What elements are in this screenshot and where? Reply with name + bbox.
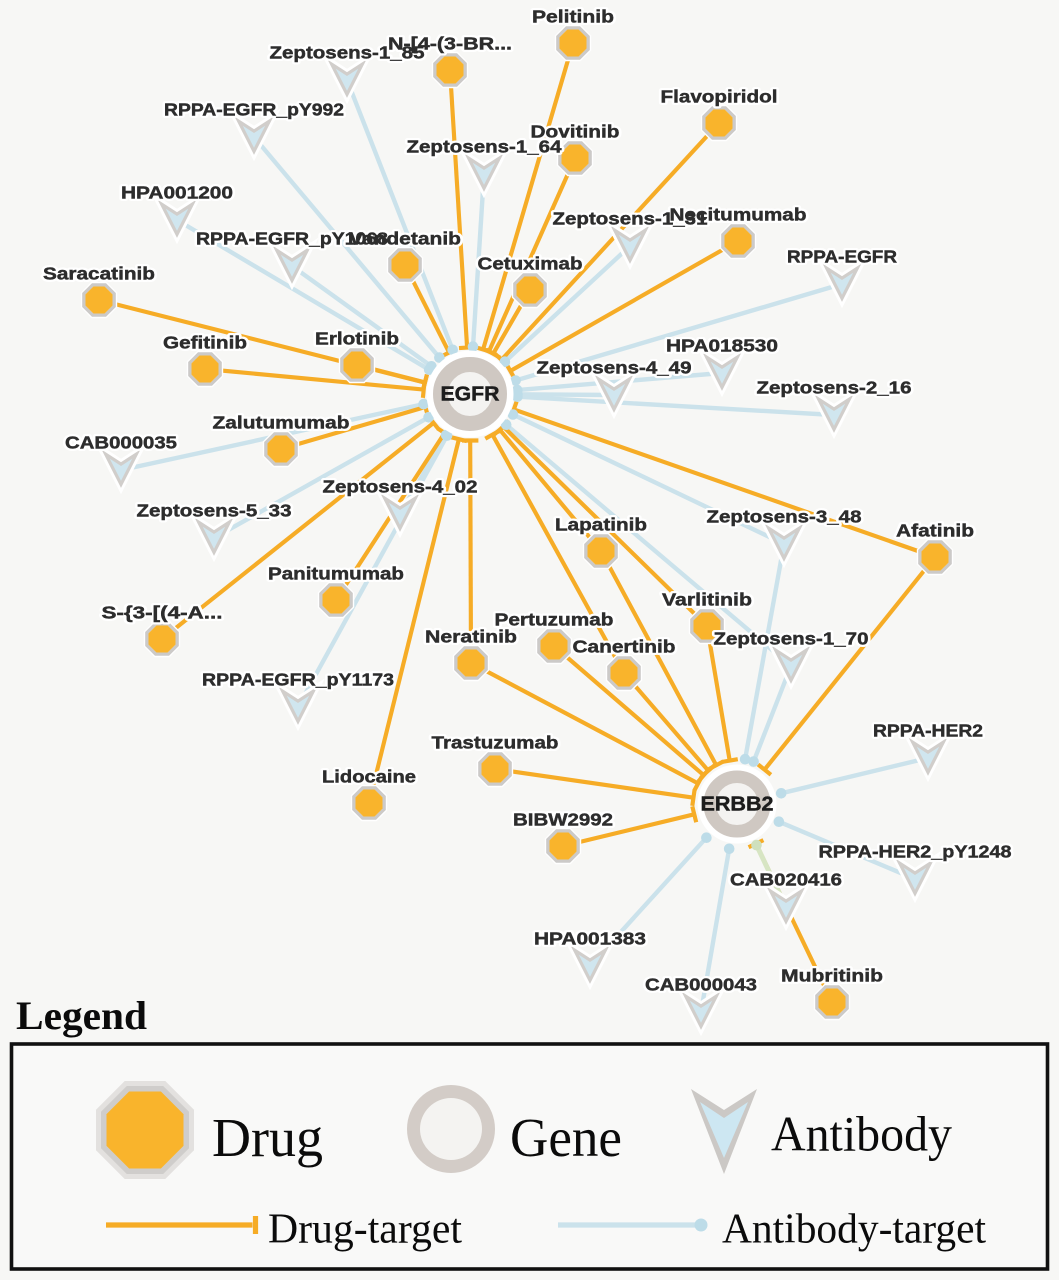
svg-text:Lidocaine: Lidocaine <box>322 767 416 787</box>
svg-text:RPPA-EGFR_pY1068: RPPA-EGFR_pY1068 <box>196 229 388 249</box>
svg-text:Cetuximab: Cetuximab <box>478 254 583 274</box>
svg-text:Canertinib: Canertinib <box>573 637 676 657</box>
svg-text:Antibody-target: Antibody-target <box>722 1207 986 1253</box>
svg-text:Drug-target: Drug-target <box>268 1207 462 1253</box>
svg-text:Lapatinib: Lapatinib <box>555 515 647 535</box>
svg-text:Zeptosens-1_85: Zeptosens-1_85 <box>270 43 425 63</box>
svg-text:Zeptosens-5_33: Zeptosens-5_33 <box>137 501 292 521</box>
svg-text:Necitumumab: Necitumumab <box>670 205 807 225</box>
svg-text:Pertuzumab: Pertuzumab <box>495 610 614 630</box>
svg-text:Cetuximab: Cetuximab <box>478 254 583 274</box>
svg-text:Pelitinib: Pelitinib <box>532 7 614 27</box>
svg-text:Zeptosens-2_16: Zeptosens-2_16 <box>757 378 912 398</box>
svg-text:N-[4-(3-BR...: N-[4-(3-BR... <box>388 34 512 54</box>
svg-text:RPPA-EGFR_pY1173: RPPA-EGFR_pY1173 <box>202 670 394 690</box>
svg-text:Zeptosens-1_64: Zeptosens-1_64 <box>407 137 562 157</box>
svg-text:Zeptosens-4_49: Zeptosens-4_49 <box>537 358 692 378</box>
svg-text:RPPA-HER2_pY1248: RPPA-HER2_pY1248 <box>819 842 1012 862</box>
svg-text:Lidocaine: Lidocaine <box>322 767 416 787</box>
svg-text:Trastuzumab: Trastuzumab <box>432 733 559 753</box>
svg-text:Zeptosens-1_31: Zeptosens-1_31 <box>553 209 708 229</box>
svg-text:Antibody: Antibody <box>771 1107 952 1162</box>
svg-text:Saracatinib: Saracatinib <box>43 264 155 284</box>
svg-text:Varlitinib: Varlitinib <box>662 590 752 610</box>
svg-text:Flavopiridol: Flavopiridol <box>661 87 778 107</box>
svg-text:Gefitinib: Gefitinib <box>163 333 247 353</box>
svg-text:Drug: Drug <box>212 1107 323 1168</box>
svg-text:HPA001383: HPA001383 <box>534 929 646 949</box>
svg-text:Dovitinib: Dovitinib <box>531 122 620 142</box>
svg-text:RPPA-EGFR: RPPA-EGFR <box>787 247 897 267</box>
svg-text:Legend: Legend <box>16 993 147 1038</box>
svg-text:Erlotinib: Erlotinib <box>315 329 399 349</box>
svg-text:Zeptosens-1_70: Zeptosens-1_70 <box>714 629 869 649</box>
svg-text:Mubritinib: Mubritinib <box>781 966 883 986</box>
svg-text:BIBW2992: BIBW2992 <box>513 810 613 830</box>
svg-text:Zeptosens-1_70: Zeptosens-1_70 <box>714 629 869 649</box>
svg-text:Zeptosens-3_48: Zeptosens-3_48 <box>707 507 862 527</box>
svg-text:CAB000035: CAB000035 <box>65 433 177 453</box>
svg-text:CAB020416: CAB020416 <box>730 870 842 890</box>
svg-text:Saracatinib: Saracatinib <box>43 264 155 284</box>
svg-text:Zeptosens-1_31: Zeptosens-1_31 <box>553 209 708 229</box>
svg-text:Pelitinib: Pelitinib <box>532 7 614 27</box>
svg-text:Vandetanib: Vandetanib <box>349 229 461 249</box>
svg-text:Zalutumumab: Zalutumumab <box>213 413 350 433</box>
svg-text:Afatinib: Afatinib <box>896 521 974 541</box>
svg-text:RPPA-EGFR_pY1068: RPPA-EGFR_pY1068 <box>196 229 388 249</box>
svg-text:Varlitinib: Varlitinib <box>662 590 752 610</box>
svg-text:RPPA-EGFR_pY992: RPPA-EGFR_pY992 <box>164 100 344 120</box>
svg-text:Pertuzumab: Pertuzumab <box>495 610 614 630</box>
svg-text:Zeptosens-5_33: Zeptosens-5_33 <box>137 501 292 521</box>
svg-text:CAB020416: CAB020416 <box>730 870 842 890</box>
svg-text:Erlotinib: Erlotinib <box>315 329 399 349</box>
svg-text:Dovitinib: Dovitinib <box>531 122 620 142</box>
svg-text:RPPA-HER2_pY1248: RPPA-HER2_pY1248 <box>819 842 1012 862</box>
svg-text:RPPA-EGFR: RPPA-EGFR <box>787 247 897 267</box>
svg-text:Mubritinib: Mubritinib <box>781 966 883 986</box>
svg-text:HPA018530: HPA018530 <box>666 336 778 356</box>
svg-text:Necitumumab: Necitumumab <box>670 205 807 225</box>
svg-text:RPPA-HER2: RPPA-HER2 <box>873 721 983 741</box>
svg-text:N-[4-(3-BR...: N-[4-(3-BR... <box>388 34 512 54</box>
svg-text:Panitumumab: Panitumumab <box>268 564 404 584</box>
svg-text:Zeptosens-1_85: Zeptosens-1_85 <box>270 43 425 63</box>
svg-text:Zeptosens-2_16: Zeptosens-2_16 <box>757 378 912 398</box>
svg-text:Zeptosens-1_64: Zeptosens-1_64 <box>407 137 562 157</box>
svg-text:S-{3-[(4-A...: S-{3-[(4-A... <box>102 603 223 623</box>
svg-text:Neratinib: Neratinib <box>425 627 517 647</box>
svg-text:Neratinib: Neratinib <box>425 627 517 647</box>
svg-text:Zeptosens-4_02: Zeptosens-4_02 <box>323 477 478 497</box>
svg-text:Vandetanib: Vandetanib <box>349 229 461 249</box>
svg-text:S-{3-[(4-A...: S-{3-[(4-A... <box>102 603 223 623</box>
svg-text:RPPA-HER2: RPPA-HER2 <box>873 721 983 741</box>
svg-text:Afatinib: Afatinib <box>896 521 974 541</box>
svg-text:HPA018530: HPA018530 <box>666 336 778 356</box>
svg-text:Gefitinib: Gefitinib <box>163 333 247 353</box>
svg-text:CAB000043: CAB000043 <box>645 975 757 995</box>
svg-text:Zalutumumab: Zalutumumab <box>213 413 350 433</box>
svg-text:RPPA-EGFR_pY992: RPPA-EGFR_pY992 <box>164 100 344 120</box>
svg-text:HPA001200: HPA001200 <box>121 183 233 203</box>
svg-text:HPA001383: HPA001383 <box>534 929 646 949</box>
svg-text:HPA001200: HPA001200 <box>121 183 233 203</box>
svg-text:BIBW2992: BIBW2992 <box>513 810 613 830</box>
svg-text:Lapatinib: Lapatinib <box>555 515 647 535</box>
svg-text:Zeptosens-3_48: Zeptosens-3_48 <box>707 507 862 527</box>
svg-text:EGFR: EGFR <box>441 384 501 406</box>
svg-text:Flavopiridol: Flavopiridol <box>661 87 778 107</box>
svg-text:CAB000043: CAB000043 <box>645 975 757 995</box>
svg-text:ERBB2: ERBB2 <box>701 794 774 816</box>
svg-text:RPPA-EGFR_pY1173: RPPA-EGFR_pY1173 <box>202 670 394 690</box>
svg-text:Zeptosens-4_49: Zeptosens-4_49 <box>537 358 692 378</box>
svg-text:Zeptosens-4_02: Zeptosens-4_02 <box>323 477 478 497</box>
svg-text:CAB000035: CAB000035 <box>65 433 177 453</box>
svg-text:Canertinib: Canertinib <box>573 637 676 657</box>
svg-text:Panitumumab: Panitumumab <box>268 564 404 584</box>
svg-text:Gene: Gene <box>510 1107 622 1168</box>
svg-text:Trastuzumab: Trastuzumab <box>432 733 559 753</box>
